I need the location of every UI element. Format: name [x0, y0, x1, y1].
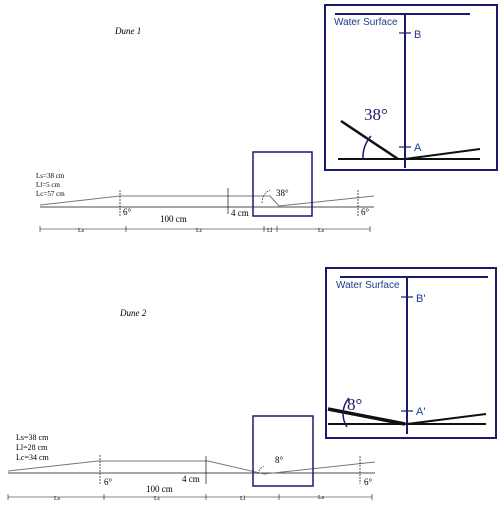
dune1-inset-stoss	[404, 148, 481, 160]
dune1-profile	[39, 195, 375, 207]
dune1-seg-ls-right: Ls	[318, 228, 325, 234]
dune1-inset-lee-face	[340, 119, 399, 161]
dune2-group: Dune 2 Ls=38 cm Ll=28 cm Lc=34 cm 6° 6° …	[7, 267, 497, 502]
dune1-inset-point-a: A	[414, 142, 422, 154]
dune2-inset-angle: 8°	[347, 395, 362, 414]
dune2-length: 100 cm	[146, 484, 173, 494]
dune2-height: 4 cm	[182, 474, 200, 484]
dune2-profile	[7, 460, 376, 475]
dune1-param-ls: Ls=38 cm	[36, 172, 65, 180]
dune2-param-ls: Ls=38 cm	[16, 433, 49, 442]
dune2-inset-stoss	[406, 413, 487, 425]
dune2-lee-angle-arc	[257, 465, 265, 475]
dune2-inset-point-b: B'	[416, 293, 425, 305]
dune2-inset-point-a: A'	[416, 406, 425, 418]
dune2-seg-ll: Ll	[240, 496, 246, 502]
dune1-inset-water-label: Water Surface	[334, 17, 398, 28]
dune1-seg-ls-left: Ls	[78, 228, 85, 234]
dune2-lee-angle: 8°	[275, 455, 284, 465]
dune2-title: Dune 2	[119, 308, 147, 318]
dune2-seg-lc: Lc	[154, 496, 161, 502]
dune1-height: 4 cm	[231, 208, 249, 218]
dune2-slope-right: 6°	[364, 477, 373, 487]
dune2-inset-angle-arc	[342, 397, 350, 428]
dune1-lee-angle-arc	[261, 189, 271, 204]
dune2-zoom-box	[252, 415, 314, 487]
dune1-lee-angle: 38°	[276, 188, 289, 198]
dune1-slope-right: 6°	[361, 207, 370, 217]
dune2-inset-water-label: Water Surface	[336, 280, 400, 291]
dune1-group: Dune 1 Ls=38 cm Ll=5 cm Lc=57 cm 6° 6° 4…	[36, 4, 498, 234]
dune1-title: Dune 1	[114, 26, 141, 36]
dune1-param-lc: Lc=57 cm	[36, 190, 65, 198]
dune1-inset-angle: 38°	[364, 105, 388, 124]
dune2-inset-box	[325, 267, 497, 439]
dune1-param-ll: Ll=5 cm	[36, 181, 61, 189]
dune2-inset-lee-face	[327, 407, 406, 426]
dune1-seg-ll: Ll	[267, 228, 273, 234]
dune1-length: 100 cm	[160, 214, 187, 224]
dune2-param-lc: Lc=34 cm	[16, 453, 50, 462]
dune1-inset-point-b: B	[414, 29, 421, 41]
dune1-inset-angle-arc	[362, 135, 372, 160]
dune1-seg-lc: Lc	[196, 228, 203, 234]
dune2-slope-left: 6°	[104, 477, 113, 487]
dune2-seg-ls-left: Ls	[54, 496, 61, 502]
dune1-slope-left: 6°	[123, 207, 132, 217]
dune1-inset-box	[324, 4, 498, 171]
dune2-param-ll: Ll=28 cm	[16, 443, 48, 452]
dune1-zoom-box	[252, 151, 313, 217]
dune2-seg-ls-right: Ls	[318, 495, 325, 501]
